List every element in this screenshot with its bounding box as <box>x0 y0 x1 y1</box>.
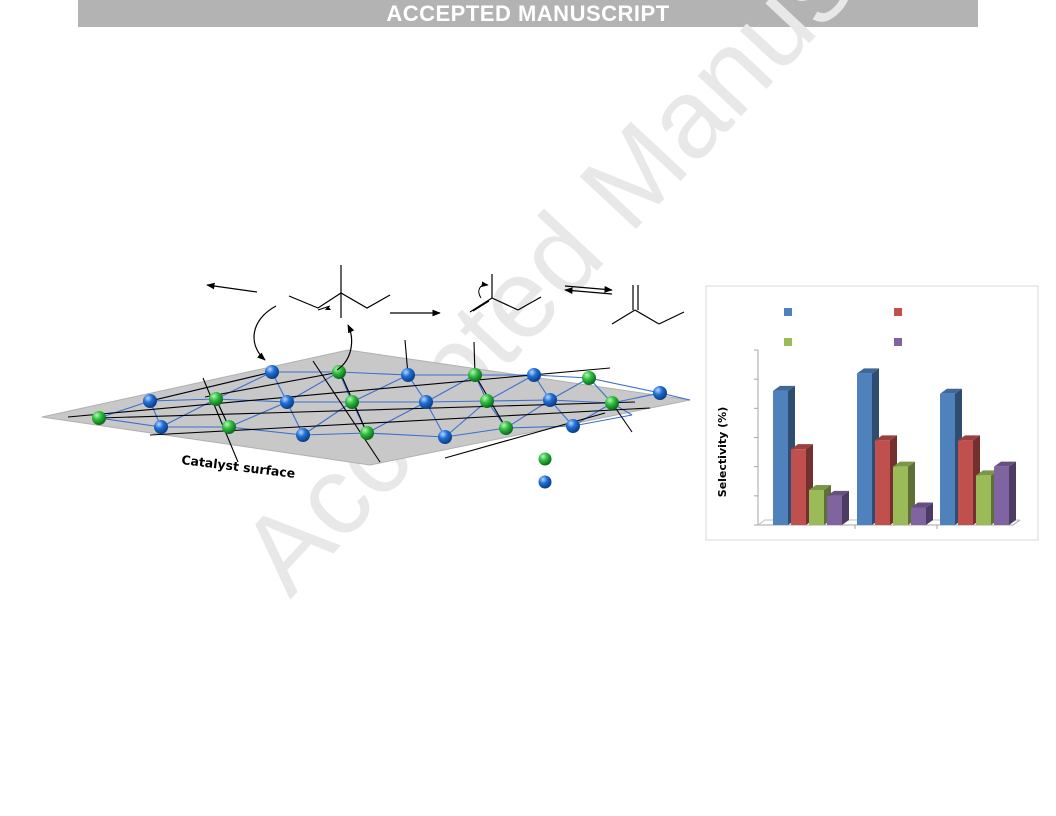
selectivity-chart: Selectivity (%) <box>705 285 1039 541</box>
blue-atom <box>653 386 667 400</box>
green-atom <box>332 365 346 379</box>
reactant-molecule <box>288 265 391 318</box>
blue-atom <box>566 419 580 433</box>
legend-swatch <box>784 308 792 316</box>
legend-green-atom <box>538 452 552 466</box>
bar <box>911 502 933 525</box>
green-atom <box>468 368 482 382</box>
blue-atom <box>543 393 557 407</box>
chart-bars <box>773 368 1016 525</box>
hydride-shift-arrow <box>478 281 489 299</box>
blue-atom <box>527 368 541 382</box>
desorption-arrow <box>206 282 258 293</box>
green-atom <box>345 395 359 409</box>
adsorption-curved-arrow <box>253 305 277 361</box>
blue-atom <box>438 430 452 444</box>
green-atom <box>360 426 374 440</box>
intermediate-molecule <box>469 274 542 313</box>
bar <box>994 461 1016 525</box>
catalyst-surface-plane <box>41 349 691 466</box>
blue-atom <box>419 395 433 409</box>
green-atom <box>499 421 513 435</box>
green-atom <box>582 371 596 385</box>
legend-swatch <box>894 338 902 346</box>
green-atom <box>480 394 494 408</box>
green-atom <box>222 420 236 434</box>
blue-atom <box>401 368 415 382</box>
y-axis-label: Selectivity (%) <box>716 407 729 497</box>
green-atom <box>92 411 106 425</box>
green-atom <box>209 392 223 406</box>
blue-atom <box>296 428 310 442</box>
surface-atoms <box>92 365 667 444</box>
desorption-curved-arrow <box>336 324 355 371</box>
bar <box>827 490 849 525</box>
catalyst-surface-label: Catalyst surface <box>181 452 296 481</box>
legend-blue-atom <box>538 475 552 489</box>
blue-atom <box>143 394 157 408</box>
accepted-manuscript-banner: ACCEPTED MANUSCRIPT <box>78 0 978 27</box>
blue-atom <box>280 395 294 409</box>
chart-legend <box>784 308 902 346</box>
product-molecule <box>611 285 685 325</box>
equilibrium-arrows <box>564 285 613 295</box>
legend-swatch <box>894 308 902 316</box>
blue-atom <box>154 420 168 434</box>
blue-atom <box>265 365 279 379</box>
green-atom <box>605 396 619 410</box>
legend-swatch <box>784 338 792 346</box>
chart-floor-back-edge <box>757 519 1020 526</box>
